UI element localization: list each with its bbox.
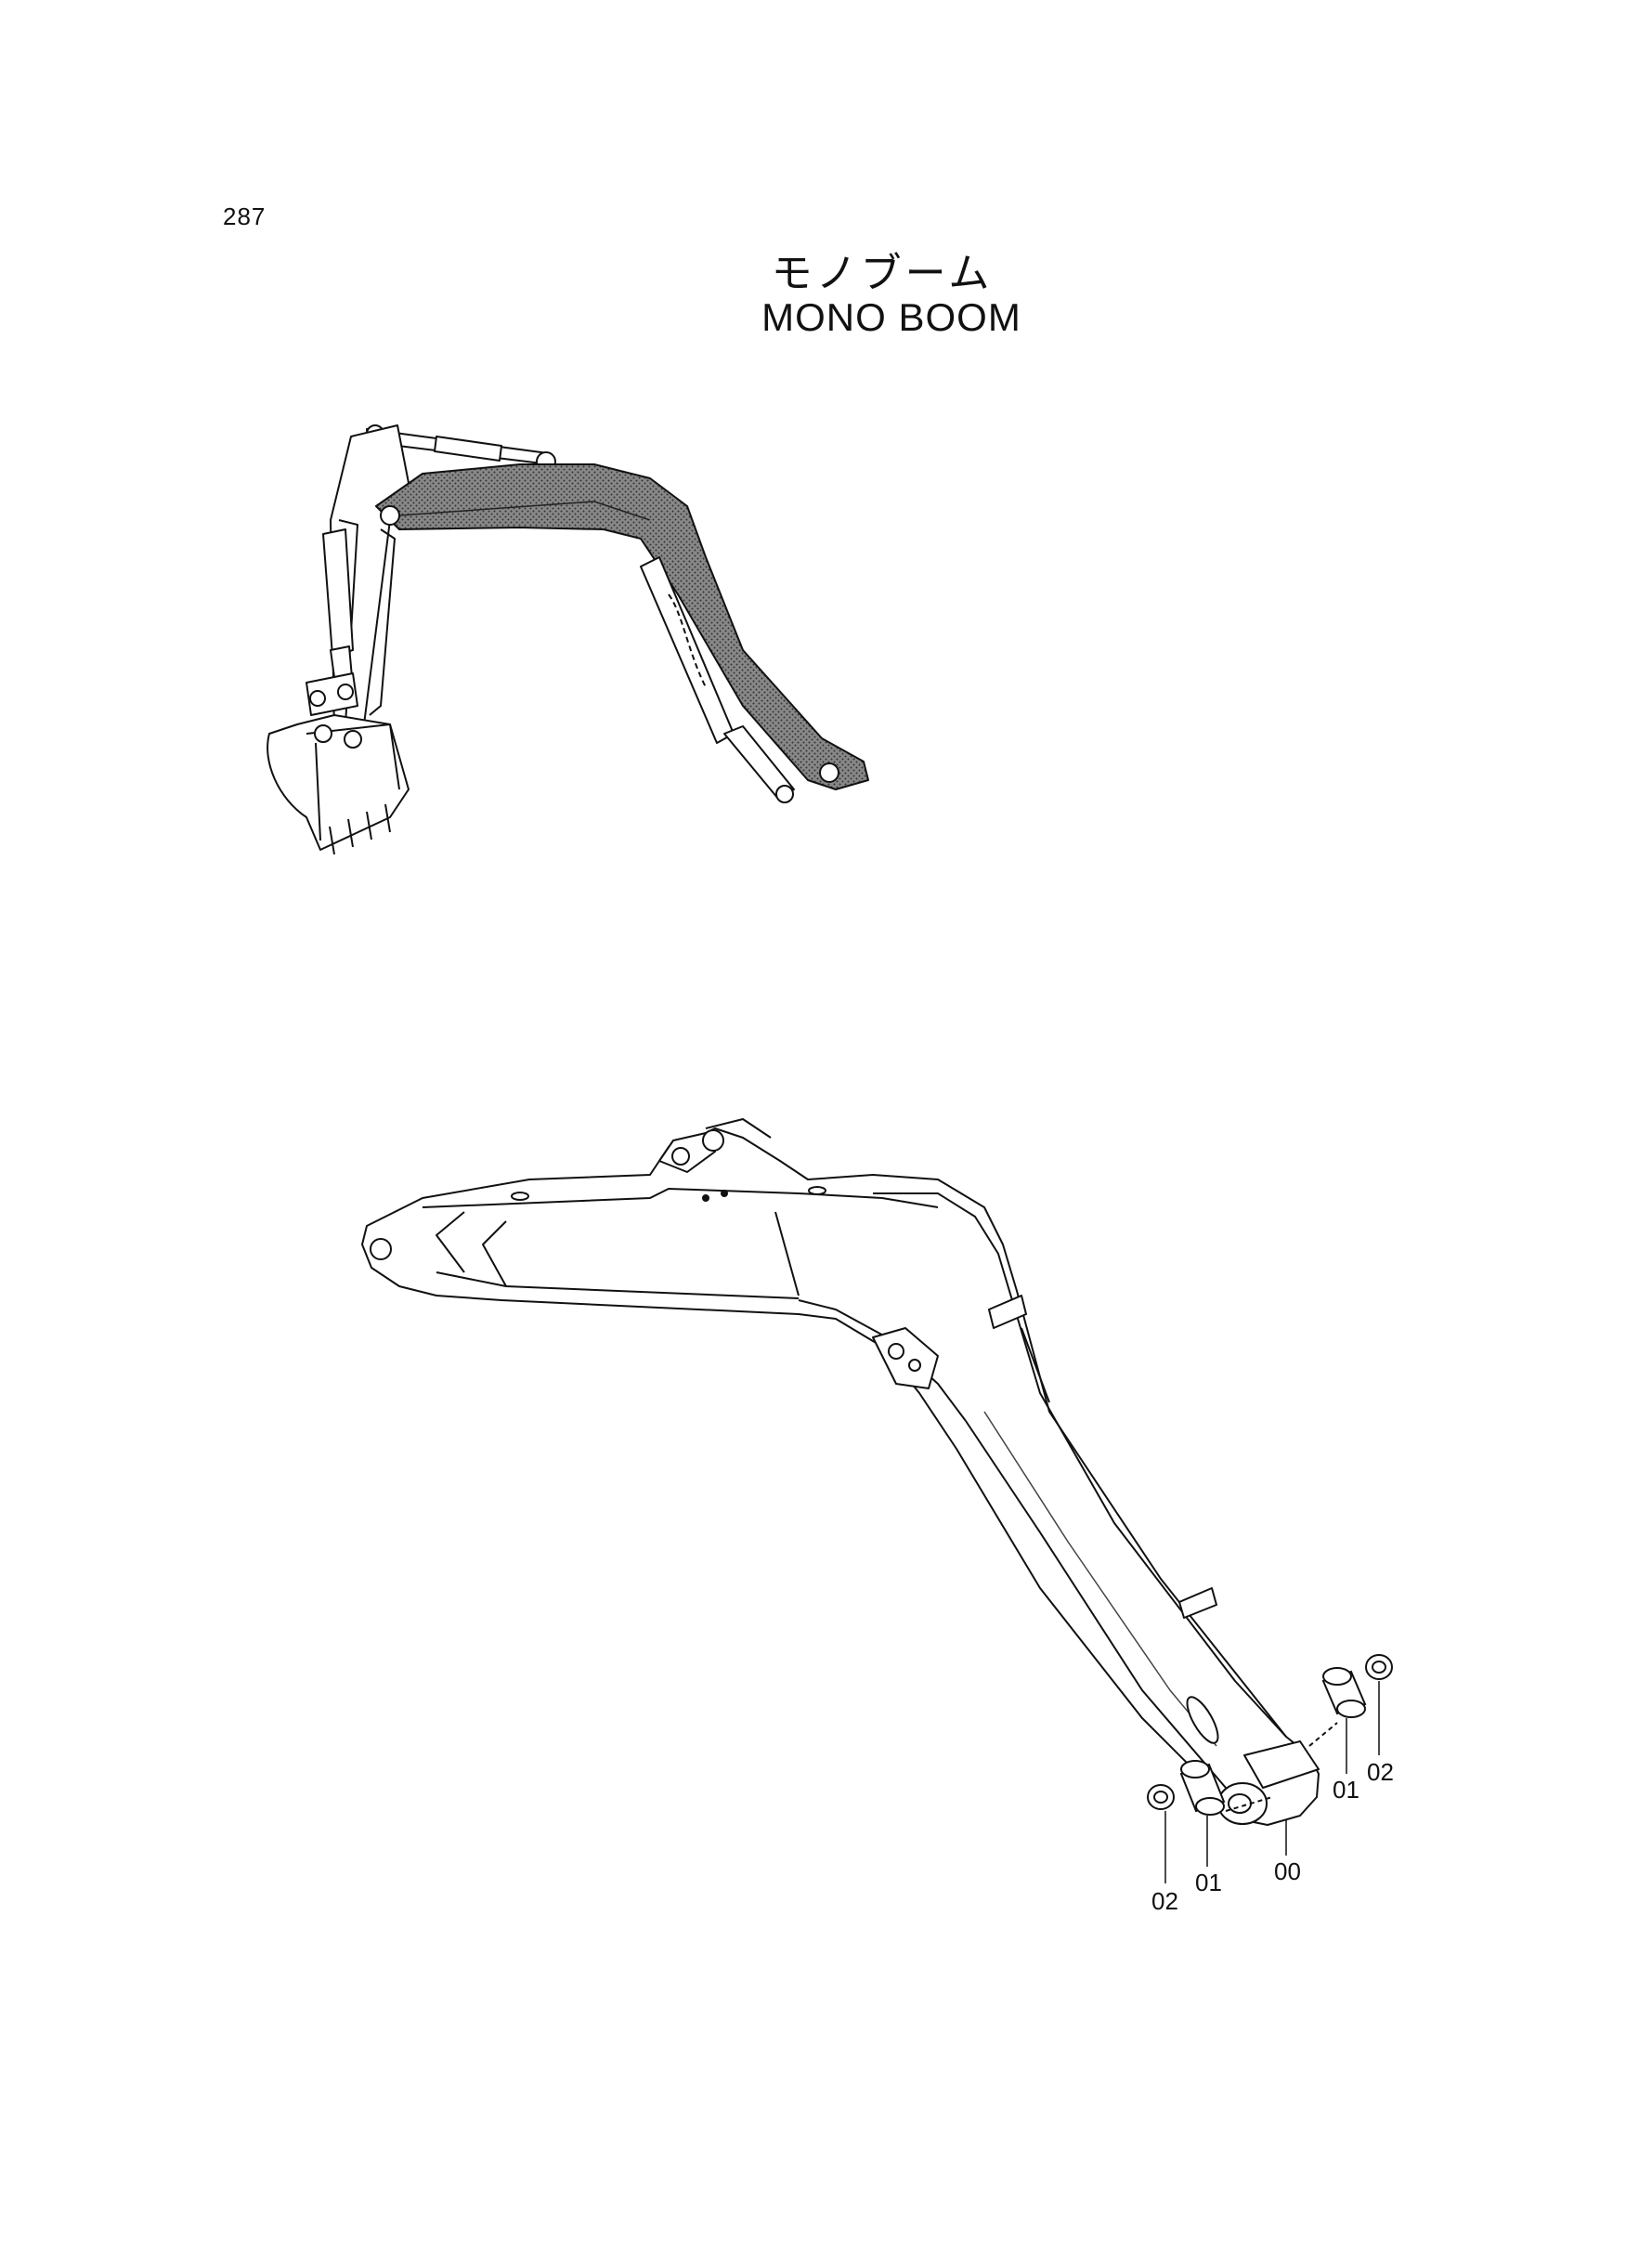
overview-boom-highlighted (375, 463, 869, 790)
page-number: 287 (223, 202, 267, 230)
seal-right (1365, 1654, 1393, 1680)
callout-02-left: 02 (1151, 1887, 1178, 1915)
callout-00: 00 (1274, 1857, 1301, 1885)
callout-01-left: 01 (1195, 1869, 1222, 1896)
overview-attachment (267, 424, 869, 855)
bushing-left (1179, 1760, 1226, 1816)
callout-01-right: 01 (1333, 1776, 1359, 1804)
bushing-right (1321, 1667, 1367, 1718)
arm-pin-boss (370, 1238, 392, 1260)
seal-left (1147, 1784, 1175, 1810)
boom-outline (361, 1127, 1320, 1826)
leader-lines (1164, 1681, 1380, 1883)
exploded-parts (1147, 1654, 1393, 1816)
overview-bucket (267, 714, 410, 855)
callout-02-right: 02 (1367, 1758, 1394, 1786)
title-english: MONO BOOM (761, 295, 1021, 339)
overview-boom-cylinder (640, 556, 795, 803)
mono-boom-detail (361, 1118, 1320, 1826)
title-japanese: モノブーム (771, 250, 994, 297)
